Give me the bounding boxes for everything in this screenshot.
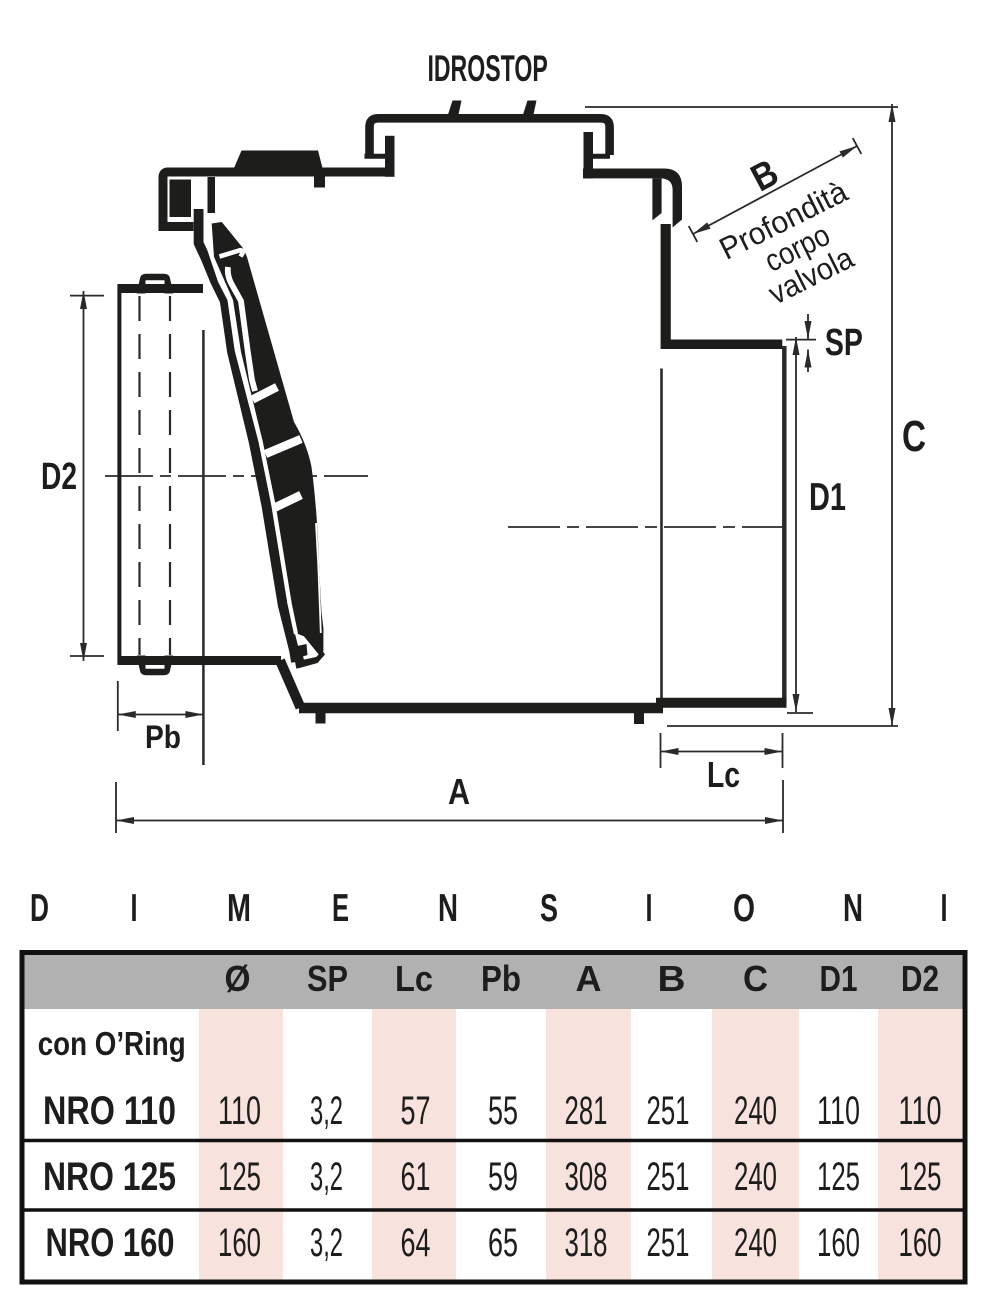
svg-text:N: N	[843, 887, 863, 930]
svg-text:251: 251	[647, 1221, 690, 1265]
svg-text:IDROSTOP: IDROSTOP	[427, 48, 547, 89]
svg-text:64: 64	[401, 1221, 431, 1265]
svg-text:57: 57	[401, 1089, 431, 1133]
svg-text:Lc: Lc	[707, 754, 740, 795]
svg-text:318: 318	[565, 1221, 608, 1265]
svg-text:251: 251	[647, 1155, 690, 1199]
svg-text:B: B	[658, 958, 686, 999]
svg-text:D1: D1	[809, 476, 846, 519]
svg-text:N: N	[438, 887, 458, 930]
svg-text:160: 160	[899, 1221, 942, 1265]
svg-text:110: 110	[218, 1089, 261, 1133]
svg-text:E: E	[332, 887, 349, 930]
svg-text:C: C	[743, 958, 768, 999]
svg-text:I: I	[646, 887, 653, 930]
svg-text:240: 240	[734, 1155, 777, 1199]
svg-text:65: 65	[488, 1221, 518, 1265]
svg-text:110: 110	[899, 1089, 942, 1133]
svg-text:NRO 125: NRO 125	[43, 1155, 176, 1199]
svg-text:Pb: Pb	[481, 958, 521, 999]
svg-text:281: 281	[565, 1089, 608, 1133]
svg-text:A: A	[448, 771, 470, 812]
svg-text:I: I	[131, 887, 138, 930]
svg-text:NRO 110: NRO 110	[43, 1089, 176, 1133]
svg-text:con O’Ring: con O’Ring	[38, 1025, 186, 1062]
svg-text:S: S	[540, 887, 558, 930]
svg-text:308: 308	[565, 1155, 608, 1199]
svg-text:125: 125	[817, 1155, 860, 1199]
svg-text:D: D	[30, 887, 49, 930]
svg-text:SP: SP	[825, 322, 863, 364]
svg-text:M: M	[227, 887, 251, 930]
svg-text:3,2: 3,2	[310, 1221, 343, 1265]
svg-text:251: 251	[647, 1089, 690, 1133]
svg-text:160: 160	[817, 1221, 860, 1265]
svg-text:Pb: Pb	[145, 719, 181, 755]
svg-text:C: C	[902, 412, 926, 461]
svg-text:Ø: Ø	[225, 958, 251, 999]
svg-text:D2: D2	[901, 958, 939, 999]
svg-text:125: 125	[218, 1155, 261, 1199]
svg-text:O: O	[733, 887, 755, 930]
svg-text:110: 110	[817, 1089, 860, 1133]
svg-text:55: 55	[488, 1089, 518, 1133]
svg-text:3,2: 3,2	[310, 1155, 343, 1199]
svg-text:240: 240	[734, 1089, 777, 1133]
svg-text:SP: SP	[307, 958, 348, 999]
svg-text:125: 125	[899, 1155, 942, 1199]
svg-text:A: A	[576, 958, 602, 999]
svg-text:240: 240	[734, 1221, 777, 1265]
svg-text:3,2: 3,2	[310, 1089, 343, 1133]
svg-text:D1: D1	[820, 958, 858, 999]
svg-text:160: 160	[218, 1221, 261, 1265]
svg-text:61: 61	[401, 1155, 431, 1199]
svg-text:Lc: Lc	[395, 958, 433, 999]
svg-text:D2: D2	[41, 456, 77, 498]
svg-text:I: I	[941, 887, 948, 930]
svg-text:NRO 160: NRO 160	[46, 1221, 175, 1265]
svg-text:59: 59	[488, 1155, 518, 1199]
